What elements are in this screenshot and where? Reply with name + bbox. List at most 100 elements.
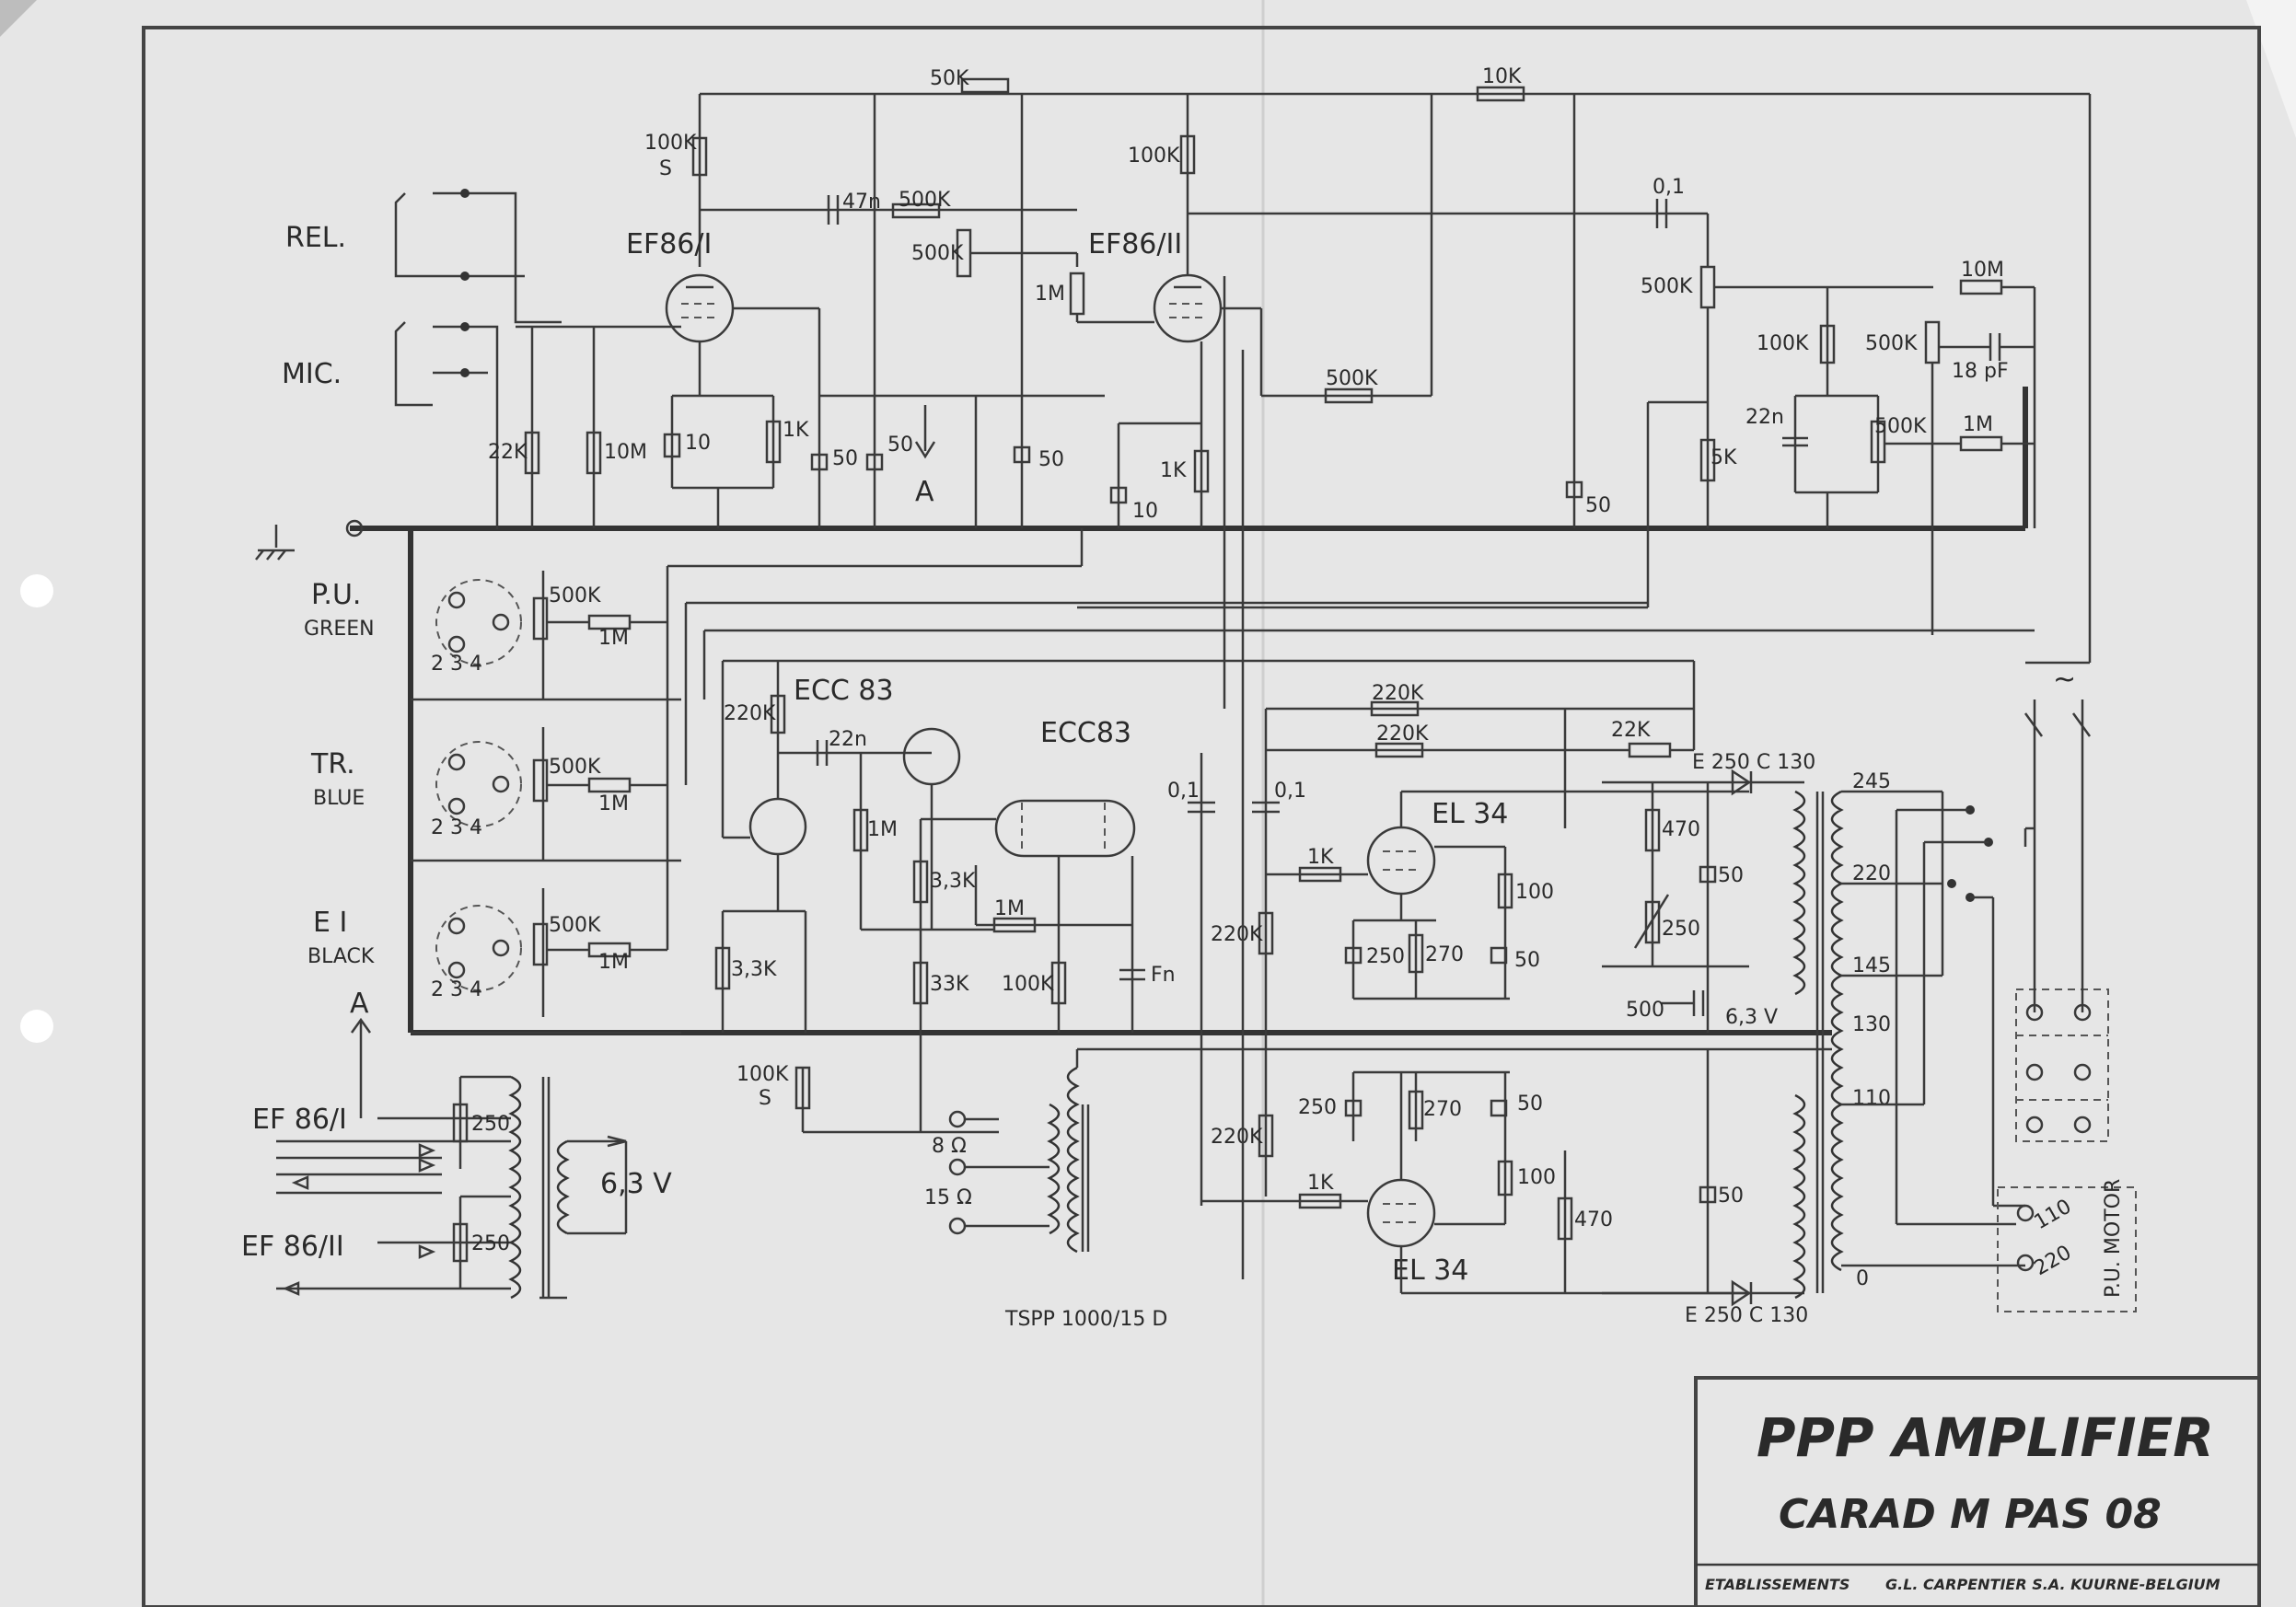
main-transformer: 245 220 145 130 110 0 bbox=[1792, 770, 2025, 1300]
r-100k-s-out-suffix: S bbox=[759, 1087, 771, 1110]
r-220k-ecc: 220K bbox=[724, 702, 776, 725]
input-selector: P.U. GREEN 2 3 4 500K 1M TR. BLUE 2 3 4 … bbox=[304, 528, 2035, 1035]
r-50k: 50K bbox=[930, 67, 969, 90]
c-50-b: 50 bbox=[887, 434, 913, 457]
c-10-v1: 10 bbox=[685, 432, 711, 455]
r-10m-fb: 10M bbox=[1961, 259, 2004, 282]
p-500k-pu: 500K bbox=[549, 584, 601, 607]
input-jacks: REL. MIC. 22K 10M bbox=[282, 189, 681, 529]
r-33k-tail: 33K bbox=[930, 973, 969, 996]
r-100k-s-out: 100K bbox=[736, 1063, 789, 1086]
c-50-scr-top: 50 bbox=[1514, 949, 1540, 972]
r-1k-g-bot: 1K bbox=[1307, 1172, 1334, 1195]
pu-pins: 2 3 4 bbox=[431, 653, 482, 676]
ef86-ii-label: EF86/II bbox=[1088, 228, 1182, 260]
output-transformer: 100K S 8 Ω 15 Ω TSPP 1000/15 D bbox=[736, 1033, 1832, 1331]
r-100-top: 100 bbox=[1515, 881, 1554, 904]
out-15: 15 Ω bbox=[924, 1186, 972, 1209]
tap-220: 220 bbox=[1852, 862, 1891, 885]
el34-bottom-label: EL 34 bbox=[1392, 1254, 1468, 1287]
ei-pins: 2 3 4 bbox=[431, 978, 482, 1001]
hum-250-a: 250 bbox=[471, 1113, 510, 1136]
r-470-top: 470 bbox=[1662, 818, 1700, 841]
model: CARAD M PAS 08 bbox=[1779, 1491, 2162, 1538]
heater-v2: EF 86/II bbox=[241, 1231, 344, 1263]
ef86-i-label: EF86/I bbox=[626, 228, 712, 260]
r-220k-g2: 220K bbox=[1211, 1126, 1263, 1149]
label-pu: P.U. bbox=[311, 579, 361, 611]
r-100k-s: 100K bbox=[644, 132, 697, 155]
el34-top-label: EL 34 bbox=[1432, 798, 1508, 830]
label-ei-color: BLACK bbox=[307, 945, 375, 968]
title: PPP AMPLIFIER bbox=[1757, 1406, 2214, 1469]
r-500k-a: 500K bbox=[899, 189, 951, 212]
motor-label: P.U. MOTOR bbox=[2102, 1179, 2125, 1298]
label-rel: REL. bbox=[285, 222, 346, 254]
r-220k-grid1: 220K bbox=[1372, 682, 1424, 705]
volume-network: 500K 500K 1M bbox=[891, 189, 1085, 322]
c-01-pi-b: 0,1 bbox=[1274, 780, 1306, 803]
c-22n-ecc: 22n bbox=[829, 728, 867, 751]
v-63-main: 6,3 V bbox=[1725, 1006, 1778, 1029]
ecc83-a-label: ECC 83 bbox=[794, 675, 894, 707]
tube-el34-top: EL 34 1K 250 270 100 50 bbox=[1266, 790, 1749, 1000]
c-18pf: 18 pF bbox=[1952, 360, 2009, 383]
r-5k: 5K bbox=[1710, 446, 1737, 469]
heater-a: A bbox=[350, 988, 369, 1020]
coupling-network: 0,1 0,1 220K 220K 220K 220K 22K bbox=[1167, 661, 1696, 1206]
r-1k-g-top: 1K bbox=[1307, 846, 1334, 869]
c-22n-tone: 22n bbox=[1745, 406, 1784, 429]
diode-top: E 250 C 130 bbox=[1692, 751, 1815, 774]
tap-0: 0 bbox=[1856, 1267, 1869, 1290]
r-1m-v2: 1M bbox=[1035, 283, 1065, 306]
out-8: 8 Ω bbox=[932, 1135, 967, 1158]
r-1m-pu: 1M bbox=[598, 627, 629, 650]
power-supply: E 250 C 130 E 250 C 130 470 250 50 500 6… bbox=[1557, 751, 1815, 1327]
r-1m-ei: 1M bbox=[598, 951, 629, 974]
heater-circuit: A EF 86/I EF 86/II 250 250 6,3 V bbox=[241, 988, 672, 1300]
output-tx-label: TSPP 1000/15 D bbox=[1004, 1308, 1167, 1331]
tap-245: 245 bbox=[1852, 770, 1891, 793]
tube-ef86-ii: EF86/II 100K 1K 10 500K bbox=[1077, 94, 1708, 528]
c-50-psu-bot: 50 bbox=[1718, 1185, 1744, 1208]
r-100k-s-suffix: S bbox=[659, 157, 672, 180]
tr-pins: 2 3 4 bbox=[431, 816, 482, 839]
p-500k-b: 500K bbox=[911, 242, 964, 265]
heater-v1: EF 86/I bbox=[252, 1104, 347, 1136]
maker-prefix: ETABLISSEMENTS bbox=[1705, 1576, 1850, 1593]
c-250-bot: 250 bbox=[1298, 1096, 1337, 1119]
r-100k-tone: 100K bbox=[1757, 332, 1809, 355]
ecc83-b-label: ECC83 bbox=[1040, 717, 1131, 749]
feed-lines bbox=[1223, 276, 1245, 1279]
tap-110: 110 bbox=[1852, 1087, 1891, 1110]
r-33k-small: 3,3K bbox=[930, 870, 976, 893]
r-1k-v2: 1K bbox=[1160, 459, 1187, 482]
r-22k-hv: 22K bbox=[1611, 719, 1651, 742]
torn-corner bbox=[0, 0, 37, 37]
c-50-a: 50 bbox=[832, 447, 858, 470]
tone-network: 10K 50 0,1 500K 5K 10M 100K 22n 500K 500… bbox=[1077, 65, 2090, 665]
punch-hole-bottom bbox=[20, 1010, 53, 1043]
maker: G.L. CARPENTIER S.A. KUURNE-BELGIUM bbox=[1885, 1576, 2221, 1593]
decoupling-caps: 50 50 A 50K 50 bbox=[810, 67, 1105, 528]
r-10k-top: 10K bbox=[1482, 65, 1522, 88]
p-250: 250 bbox=[1662, 918, 1700, 941]
r-100-bot: 100 bbox=[1517, 1166, 1556, 1189]
r-1k-v1: 1K bbox=[783, 419, 809, 442]
label-pu-color: GREEN bbox=[304, 618, 375, 641]
r-100k-v2: 100K bbox=[1128, 145, 1180, 168]
drawing-frame bbox=[142, 26, 2261, 1607]
ground-symbol bbox=[255, 519, 364, 561]
p-500k-tone: 500K bbox=[1641, 275, 1693, 298]
label-tr-color: BLUE bbox=[313, 787, 365, 810]
r-1m-pi: 1M bbox=[994, 897, 1025, 920]
title-block: PPP AMPLIFIER CARAD M PAS 08 ETABLISSEME… bbox=[1694, 1376, 2261, 1607]
c-50-d: 50 bbox=[1585, 494, 1611, 517]
r-500k-mid: 500K bbox=[1326, 367, 1378, 390]
r-220k-grid2: 220K bbox=[1376, 723, 1429, 746]
r-220k-g1: 220K bbox=[1211, 923, 1263, 946]
c-10-v2: 10 bbox=[1132, 500, 1158, 523]
c-50-psu-top: 50 bbox=[1718, 864, 1744, 887]
c-fn: Fn bbox=[1151, 964, 1176, 987]
